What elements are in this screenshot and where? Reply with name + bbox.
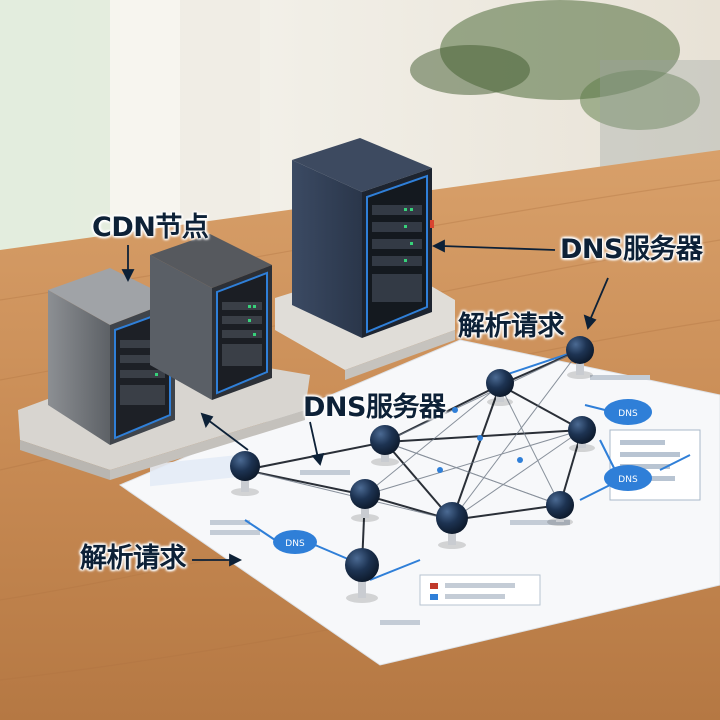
node-pin [436, 502, 468, 549]
dns-server [292, 138, 434, 338]
node-pin [345, 548, 379, 603]
node-pin [230, 451, 260, 496]
cdn-server-2 [150, 234, 272, 400]
node-pin [568, 416, 596, 452]
label-resolve-request-left: 解析请求 [80, 543, 187, 574]
node-pin [350, 479, 380, 522]
sheet-dns-tag: DNS [618, 409, 638, 419]
sheet-dns-tag: DNS [285, 539, 305, 549]
label-resolve-request-top: 解析请求 [458, 311, 565, 342]
label-dns-server-center: DNS服务器 [303, 392, 446, 423]
node-pin [566, 336, 594, 379]
label-dns-server-right: DNS服务器 [560, 234, 703, 265]
node-pin [370, 425, 400, 466]
node-pin [546, 491, 574, 526]
label-cdn-node: CDN节点 [92, 212, 209, 243]
node-pin [486, 369, 514, 406]
sheet-dns-tag: DNS [618, 475, 638, 485]
